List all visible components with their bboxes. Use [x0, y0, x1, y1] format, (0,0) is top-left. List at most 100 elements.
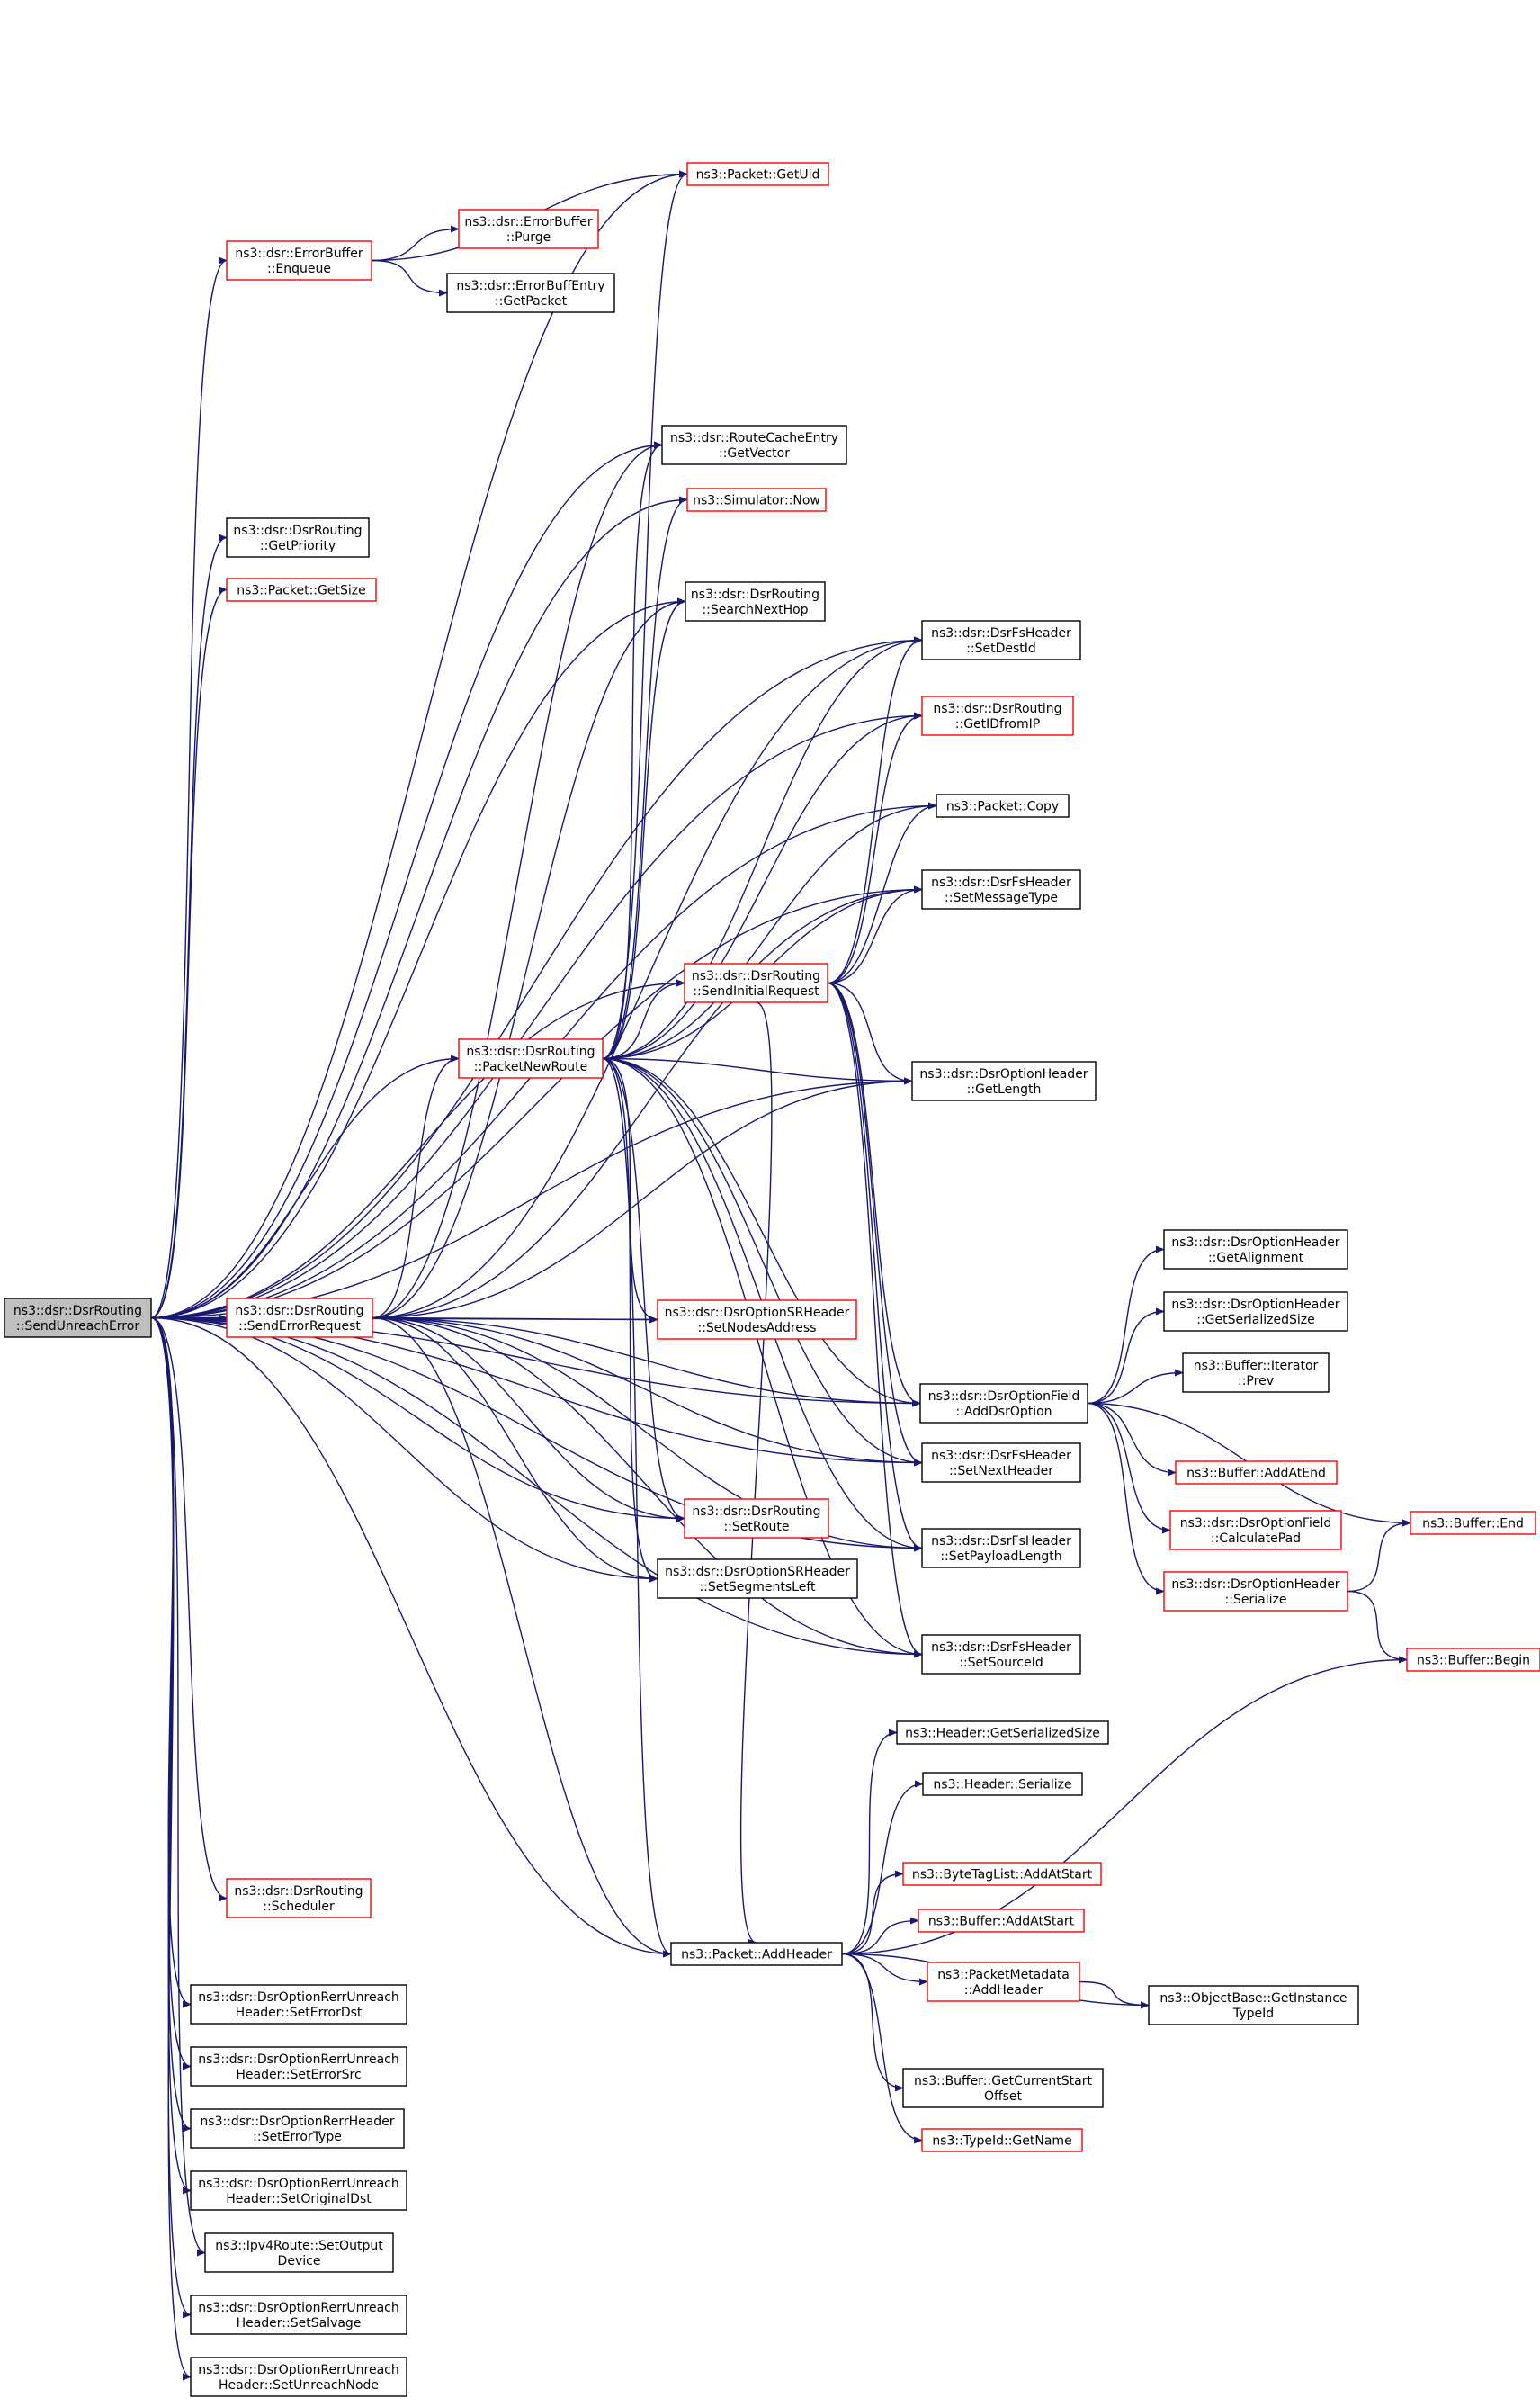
node-box[interactable]	[684, 963, 828, 1003]
node-packet_copy[interactable]: ns3::Packet::Copy	[936, 794, 1070, 818]
node-box[interactable]	[1182, 1352, 1330, 1393]
node-getidfromip[interactable]: ns3::dsr::DsrRouting::GetIDfromIP	[921, 696, 1074, 736]
node-root[interactable]: ns3::dsr::DsrRouting::SendUnreachError	[4, 1298, 152, 1338]
node-adddsroption[interactable]: ns3::dsr::DsrOptionField::AddDsrOption	[919, 1383, 1088, 1424]
node-box[interactable]	[670, 1942, 843, 1966]
node-box[interactable]	[4, 1298, 152, 1338]
node-box[interactable]	[686, 488, 827, 512]
node-sim_now[interactable]: ns3::Simulator::Now	[686, 488, 827, 512]
node-eb_purge[interactable]: ns3::dsr::ErrorBuffer::Purge	[458, 209, 599, 249]
node-box[interactable]	[226, 1878, 372, 1918]
node-addheader[interactable]: ns3::Packet::AddHeader	[670, 1942, 843, 1966]
node-box[interactable]	[918, 1909, 1085, 1933]
node-setsalvage[interactable]: ns3::dsr::DsrOptionRerrUnreachHeader::Se…	[190, 2295, 407, 2335]
node-buf_addatstart[interactable]: ns3::Buffer::AddAtStart	[918, 1909, 1085, 1933]
node-box[interactable]	[661, 425, 847, 465]
node-box[interactable]	[1163, 1291, 1348, 1332]
node-setdestid[interactable]: ns3::dsr::DsrFsHeader::SetDestId	[921, 620, 1081, 660]
node-searchnexthop[interactable]: ns3::dsr::DsrRouting::SearchNextHop	[685, 581, 826, 622]
node-box[interactable]	[204, 2232, 394, 2273]
node-box[interactable]	[657, 1558, 858, 1599]
node-setsegmentsleft[interactable]: ns3::dsr::DsrOptionSRHeader::SetSegments…	[657, 1558, 858, 1599]
node-box[interactable]	[685, 581, 826, 622]
node-box[interactable]	[190, 2170, 407, 2211]
node-box[interactable]	[684, 1498, 829, 1539]
node-box[interactable]	[902, 1862, 1102, 1886]
node-box[interactable]	[921, 1442, 1081, 1483]
node-box[interactable]	[1406, 1648, 1540, 1672]
node-buf_begin[interactable]: ns3::Buffer::Begin	[1406, 1648, 1540, 1672]
node-box[interactable]	[226, 1298, 373, 1338]
node-oh_getalignment[interactable]: ns3::dsr::DsrOptionHeader::GetAlignment	[1163, 1229, 1348, 1270]
node-box[interactable]	[458, 209, 599, 249]
node-box[interactable]	[1148, 1985, 1359, 2025]
node-btl_addatstart[interactable]: ns3::ByteTagList::AddAtStart	[902, 1862, 1102, 1886]
node-box[interactable]	[686, 162, 829, 186]
node-box[interactable]	[919, 1383, 1088, 1424]
node-box[interactable]	[190, 2295, 407, 2335]
node-setunreachnode[interactable]: ns3::dsr::DsrOptionRerrUnreachHeader::Se…	[190, 2357, 407, 2397]
node-getsize[interactable]: ns3::Packet::GetSize	[226, 578, 377, 602]
node-box[interactable]	[921, 869, 1081, 910]
node-packetnewroute[interactable]: ns3::dsr::DsrRouting::PacketNewRoute	[458, 1038, 604, 1079]
node-bufit_prev[interactable]: ns3::Buffer::Iterator::Prev	[1182, 1352, 1330, 1393]
node-box[interactable]	[458, 1038, 604, 1079]
node-box[interactable]	[936, 794, 1070, 818]
node-scheduler[interactable]: ns3::dsr::DsrRouting::Scheduler	[226, 1878, 372, 1918]
node-box[interactable]	[902, 2068, 1104, 2108]
node-oh_getserializedsize[interactable]: ns3::dsr::DsrOptionHeader::GetSerialized…	[1163, 1291, 1348, 1332]
node-setnodesaddress[interactable]: ns3::dsr::DsrOptionSRHeader::SetNodesAdd…	[657, 1299, 857, 1340]
node-box[interactable]	[1163, 1229, 1348, 1270]
node-box[interactable]	[1410, 1511, 1536, 1535]
node-seterrortype[interactable]: ns3::dsr::DsrOptionRerrHeader::SetErrorT…	[190, 2108, 405, 2149]
node-seterrordst[interactable]: ns3::dsr::DsrOptionRerrUnreachHeader::Se…	[190, 1984, 407, 2025]
node-eb_enqueue[interactable]: ns3::dsr::ErrorBuffer::Enqueue	[226, 240, 372, 281]
node-buf_addatend[interactable]: ns3::Buffer::AddAtEnd	[1175, 1460, 1338, 1485]
node-buf_end[interactable]: ns3::Buffer::End	[1410, 1511, 1536, 1535]
node-box[interactable]	[226, 240, 372, 281]
node-box[interactable]	[896, 1720, 1109, 1745]
node-box[interactable]	[190, 2046, 407, 2087]
node-box[interactable]	[446, 273, 615, 313]
node-box[interactable]	[657, 1299, 857, 1340]
node-box[interactable]	[1169, 1510, 1342, 1550]
node-getlength[interactable]: ns3::dsr::DsrOptionHeader::GetLength	[911, 1061, 1097, 1101]
node-box[interactable]	[226, 578, 377, 602]
node-box[interactable]	[190, 2357, 407, 2397]
node-box[interactable]	[921, 1528, 1081, 1568]
node-setnextheader[interactable]: ns3::dsr::DsrFsHeader::SetNextHeader	[921, 1442, 1081, 1483]
node-box[interactable]	[921, 696, 1074, 736]
node-hdr_serialize[interactable]: ns3::Header::Serialize	[922, 1772, 1083, 1796]
node-setpayloadlength[interactable]: ns3::dsr::DsrFsHeader::SetPayloadLength	[921, 1528, 1081, 1568]
node-getuid[interactable]: ns3::Packet::GetUid	[686, 162, 829, 186]
node-box[interactable]	[921, 1634, 1081, 1675]
node-box[interactable]	[911, 1061, 1097, 1101]
node-typeid_getname[interactable]: ns3::TypeId::GetName	[921, 2128, 1083, 2152]
node-hdr_getserializedsize[interactable]: ns3::Header::GetSerializedSize	[896, 1720, 1109, 1745]
node-box[interactable]	[1175, 1460, 1338, 1485]
node-getpriority[interactable]: ns3::dsr::DsrRouting::GetPriority	[226, 517, 370, 558]
node-setsourceid[interactable]: ns3::dsr::DsrFsHeader::SetSourceId	[921, 1634, 1081, 1675]
node-senderrreq[interactable]: ns3::dsr::DsrRouting::SendErrorRequest	[226, 1298, 373, 1338]
node-box[interactable]	[190, 2108, 405, 2149]
node-setmessagetype[interactable]: ns3::dsr::DsrFsHeader::SetMessageType	[921, 869, 1081, 910]
node-setoriginaldst[interactable]: ns3::dsr::DsrOptionRerrUnreachHeader::Se…	[190, 2170, 407, 2211]
node-ebe_getpacket[interactable]: ns3::dsr::ErrorBuffEntry::GetPacket	[446, 273, 615, 313]
node-box[interactable]	[922, 1772, 1083, 1796]
node-seterrorsrc[interactable]: ns3::dsr::DsrOptionRerrUnreachHeader::Se…	[190, 2046, 407, 2087]
node-box[interactable]	[921, 2128, 1083, 2152]
node-rce_getvector[interactable]: ns3::dsr::RouteCacheEntry::GetVector	[661, 425, 847, 465]
node-box[interactable]	[190, 1984, 407, 2025]
node-box[interactable]	[921, 620, 1081, 660]
node-box[interactable]	[927, 1962, 1080, 2002]
node-pm_addheader[interactable]: ns3::PacketMetadata::AddHeader	[927, 1962, 1080, 2002]
node-oh_serialize[interactable]: ns3::dsr::DsrOptionHeader::Serialize	[1163, 1571, 1348, 1612]
node-setroute[interactable]: ns3::dsr::DsrRouting::SetRoute	[684, 1498, 829, 1539]
node-of_calculatepad[interactable]: ns3::dsr::DsrOptionField::CalculatePad	[1169, 1510, 1342, 1550]
node-sendinitialreq[interactable]: ns3::dsr::DsrRouting::SendInitialRequest	[684, 963, 828, 1003]
node-box[interactable]	[1163, 1571, 1348, 1612]
node-box[interactable]	[226, 517, 370, 558]
